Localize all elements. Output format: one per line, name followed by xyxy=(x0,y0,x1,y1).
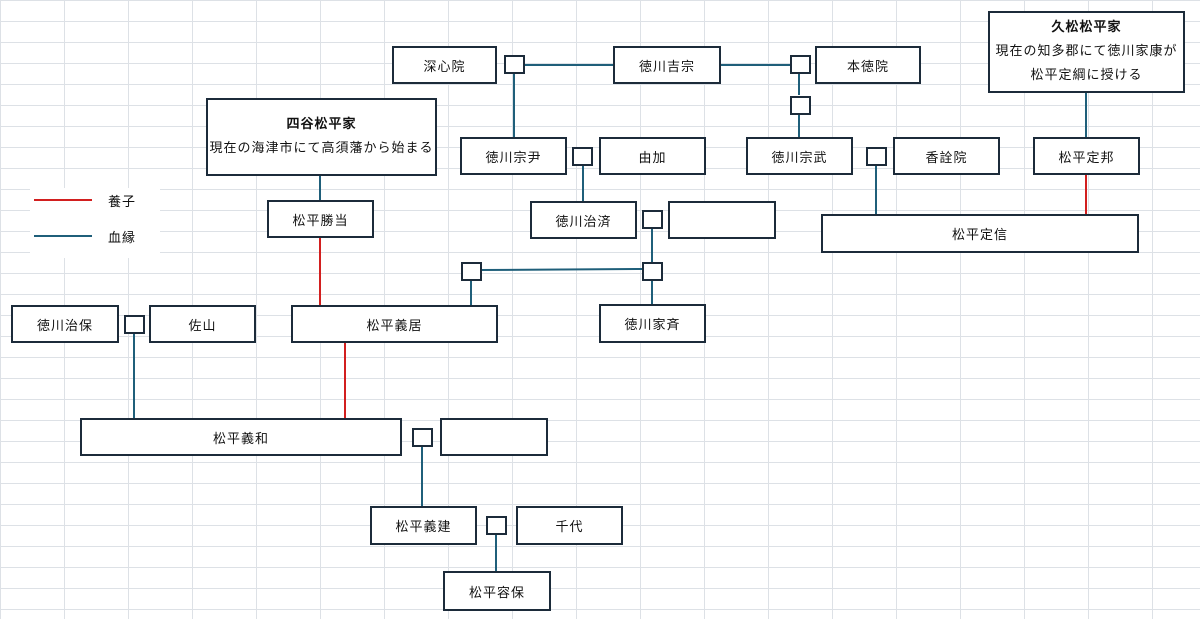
marriage-node-yoshimune-shinshinin xyxy=(504,55,525,74)
link-spouse-branch xyxy=(480,268,643,271)
legend: 養子 血縁 xyxy=(30,188,160,258)
person-ienari: 徳川家斉 xyxy=(599,304,706,343)
hisamatsu-matsudaira-house-box: 久松松平家 現在の知多郡にて徳川家康が 松平定綱に授ける xyxy=(988,11,1185,93)
person-munetada: 徳川宗尹 xyxy=(460,137,567,175)
yotsuya-matsudaira-house-box: 四谷松平家 現在の海津市にて高須藩から始まる xyxy=(206,98,437,176)
legend-label-blood: 血縁 xyxy=(108,230,137,246)
legend-item-blood: 血縁 xyxy=(34,226,136,246)
marriage-node-munetake-kosenin xyxy=(866,147,887,166)
person-yuka: 由加 xyxy=(599,137,706,175)
person-haruyasu: 徳川治保 xyxy=(11,305,119,343)
marriage-node-munetada-yuka xyxy=(572,147,593,166)
person-harusada-spouse xyxy=(668,201,776,239)
adoption-line-swatch xyxy=(34,199,92,201)
house-description: 現在の海津市にて高須藩から始まる xyxy=(209,141,434,156)
person-harusada: 徳川治済 xyxy=(530,201,637,239)
house-title: 久松松平家 xyxy=(1051,20,1122,35)
connector-node-munetake xyxy=(790,96,811,115)
person-munetake: 徳川宗武 xyxy=(746,137,853,175)
person-katamori: 松平容保 xyxy=(443,571,551,611)
person-yoshikazu: 松平義和 xyxy=(80,418,402,456)
marriage-node-haruyasu-sayama xyxy=(124,315,145,334)
legend-item-adoption: 養子 xyxy=(34,190,136,210)
legend-label-adoption: 養子 xyxy=(108,194,137,210)
person-yoshimune: 徳川吉宗 xyxy=(613,46,721,84)
person-sadakuni: 松平定邦 xyxy=(1033,137,1140,175)
person-sayama: 佐山 xyxy=(149,305,256,343)
blood-line-swatch xyxy=(34,235,92,237)
person-yoshisue: 松平義居 xyxy=(291,305,498,343)
person-hontokuin: 本徳院 xyxy=(815,46,921,84)
person-katsumasa: 松平勝当 xyxy=(267,200,374,238)
connector-node-ienari xyxy=(642,262,663,281)
marriage-node-harusada xyxy=(642,210,663,229)
house-description-line2: 松平定綱に授ける xyxy=(1030,68,1143,83)
marriage-node-yoshikazu xyxy=(412,428,433,447)
person-shinshinin: 深心院 xyxy=(392,46,497,84)
house-description-line1: 現在の知多郡にて徳川家康が xyxy=(995,44,1178,59)
person-chiyo: 千代 xyxy=(516,506,623,545)
marriage-node-yoshimune-hontokuin xyxy=(790,55,811,74)
person-sadanobu: 松平定信 xyxy=(821,214,1139,253)
connector-node-branch xyxy=(461,262,482,281)
person-yoshikazu-spouse xyxy=(440,418,548,456)
marriage-node-yoshitatsu-chiyo xyxy=(486,516,507,535)
person-kosenin: 香詮院 xyxy=(893,137,1000,175)
house-title: 四谷松平家 xyxy=(286,117,357,132)
person-yoshitatsu: 松平義建 xyxy=(370,506,477,545)
